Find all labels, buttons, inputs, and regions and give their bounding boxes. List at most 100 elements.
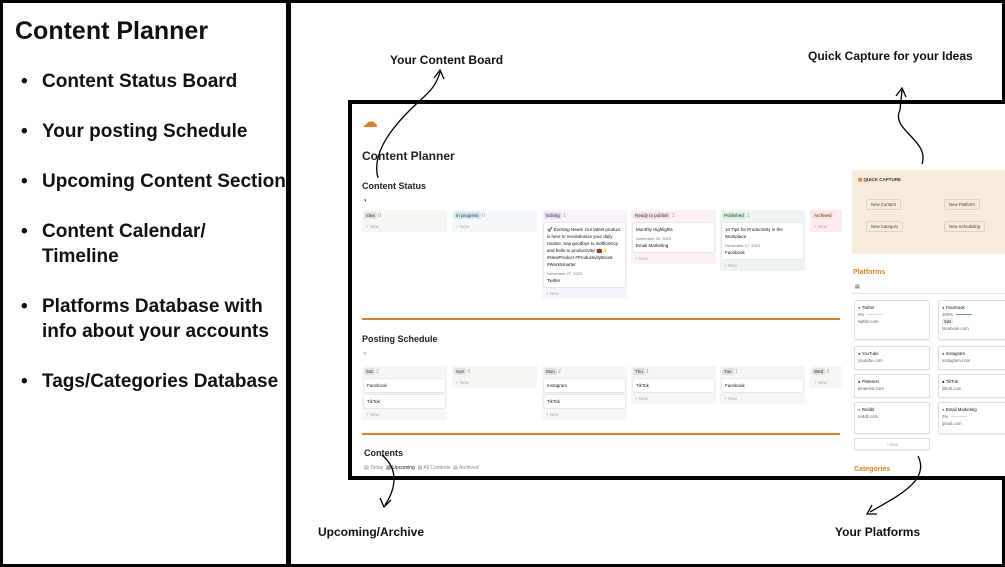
feature-panel: Content Planner Content Status Board You…	[0, 0, 289, 567]
platform-icon: ●	[858, 379, 861, 384]
main-content: ☁ Content Planner Content Status ◑ Posti…	[352, 104, 842, 476]
notion-screenshot: ☁ Content Planner Content Status ◑ Posti…	[348, 100, 1005, 480]
new-item-button[interactable]: + New	[635, 396, 648, 401]
status-tag: Editing	[544, 212, 562, 219]
arrow	[897, 89, 924, 165]
feature-item: Upcoming Content Section	[21, 169, 286, 194]
arrow-head	[895, 86, 907, 98]
new-item-button[interactable]: + New	[814, 380, 827, 385]
new-scheduling-button[interactable]: New Scheduling	[944, 221, 986, 232]
annotation-platforms: Your Platforms	[835, 525, 921, 539]
gallery-view-icon[interactable]: ▤	[855, 284, 860, 290]
day-tag: Sat	[364, 368, 375, 375]
platform-icon: ●	[942, 379, 945, 384]
new-item-button[interactable]: + New	[366, 412, 379, 417]
day-tag: Tue	[722, 368, 734, 375]
progress-bar	[951, 416, 968, 418]
schedule-card[interactable]: Instagram	[544, 379, 625, 392]
content-card[interactable]: 🚀 Exciting News! Our latest product is h…	[544, 223, 625, 287]
new-item-button[interactable]: + New	[814, 224, 827, 229]
new-item-button[interactable]: + New	[546, 291, 559, 296]
schedule-title: Posting Schedule	[362, 334, 438, 344]
card-title: Monthly Highlights	[636, 227, 673, 232]
status-column: In progress 0+ New	[452, 210, 537, 232]
schedule-column: Wed 0+ New	[810, 366, 842, 388]
quick-capture: ▦ QUICK CAPTURE New Content New Platform…	[852, 170, 1005, 254]
platform-name: Instagram	[945, 351, 965, 356]
platform-icon: ●	[942, 305, 945, 310]
feature-item: Your posting Schedule	[21, 119, 286, 144]
arrow	[376, 71, 441, 179]
board-view-icon[interactable]: ○	[363, 351, 367, 357]
status-count: 0	[481, 213, 485, 219]
platform-name: Reddit	[861, 407, 875, 412]
schedule-card[interactable]: TikTok	[544, 395, 625, 408]
tab-archived[interactable]: ▤ Archived	[453, 465, 479, 471]
platform-name: Facebook	[945, 305, 965, 310]
new-content-button[interactable]: New Content	[866, 199, 901, 210]
tab-today[interactable]: ▤ Today	[364, 465, 384, 471]
schedule-column-header: Sun 0	[454, 368, 535, 376]
platform-name: Pinterest	[861, 379, 879, 384]
new-item-button[interactable]: + New	[546, 412, 559, 417]
categories-title: Categories	[854, 466, 891, 473]
status-tag: Idea	[364, 212, 377, 219]
status-count: 0	[378, 213, 381, 219]
divider	[852, 293, 1005, 294]
platform-name: TikTok	[945, 379, 958, 384]
day-count: 2	[558, 369, 561, 375]
schedule-card[interactable]: Facebook	[722, 379, 803, 392]
new-item-button[interactable]: + New	[724, 396, 737, 401]
progress-bar	[956, 314, 972, 316]
status-column-header: Ready to publish 1	[633, 212, 714, 220]
panel-title: Content Planner	[15, 17, 209, 45]
day-tag: Sun	[454, 368, 467, 375]
arrow-head	[379, 497, 392, 509]
schedule-column-header: Thu 1	[633, 368, 714, 376]
schedule-card[interactable]: Facebook	[364, 379, 445, 392]
day-count: 1	[734, 369, 738, 375]
annotation-board: Your Content Board	[390, 53, 504, 67]
status-column: Archived + New	[810, 210, 842, 232]
quick-capture-title: ▦ QUICK CAPTURE	[858, 177, 902, 182]
new-item-button[interactable]: + New	[456, 380, 469, 385]
platform-progress: 100%	[942, 312, 953, 317]
card-platform: Email Marketing	[636, 243, 669, 248]
new-item-button[interactable]: + New	[635, 256, 648, 261]
new-item-button[interactable]: + New	[724, 263, 737, 268]
status-column-header: Published 1	[722, 212, 803, 220]
platform-name: Twitter	[861, 305, 875, 310]
new-platform-button[interactable]: New Platform	[944, 199, 980, 210]
schedule-card[interactable]: TikTok	[633, 379, 714, 392]
feature-item: Content Calendar/ Timeline	[21, 219, 286, 269]
schedule-column-header: Sat 2	[364, 368, 445, 376]
tab-all-contents[interactable]: ▤ All Contents	[417, 465, 451, 471]
board-view-icon[interactable]: ◑	[363, 198, 367, 204]
new-item-button[interactable]: + New	[456, 224, 469, 229]
day-tag: Sat	[942, 318, 953, 325]
status-tag: Published	[722, 212, 746, 219]
new-category-button[interactable]: New Category	[866, 221, 904, 232]
content-card[interactable]: 10 Tips for Productivity in the Workplac…	[722, 223, 803, 259]
card-date: November 29, 2023	[636, 236, 672, 241]
new-platform-button[interactable]: + New	[854, 438, 930, 450]
day-count: 1	[646, 369, 649, 375]
platform-name: Email Marketing	[945, 407, 977, 412]
platform-icon: ●	[858, 305, 861, 310]
new-item-button[interactable]: + New	[366, 224, 379, 229]
tab-upcoming[interactable]: ▤ Upcoming	[386, 465, 415, 471]
schedule-card[interactable]: TikTok	[364, 395, 445, 408]
platform-icon: ●	[942, 407, 945, 412]
